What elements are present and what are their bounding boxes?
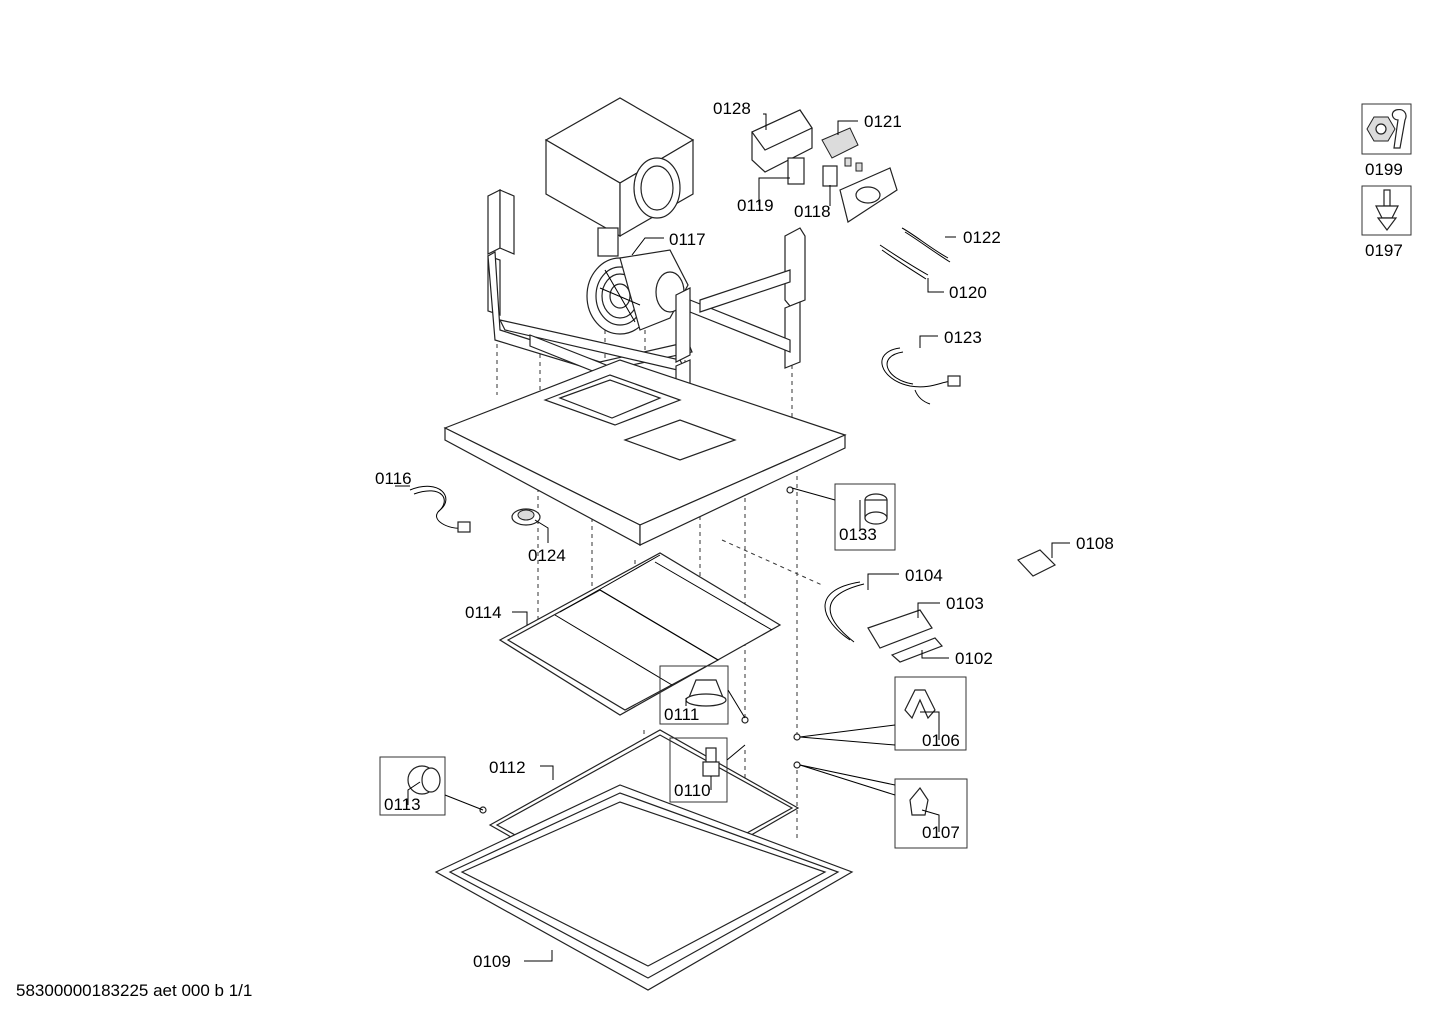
label-0108: 0108: [1076, 534, 1114, 553]
label-0103: 0103: [946, 594, 984, 613]
label-0113: 0113: [384, 795, 421, 814]
motor-housing: [544, 97, 695, 257]
label-0110: 0110: [674, 781, 711, 800]
label-0116: 0116: [375, 469, 412, 488]
screwdriver-icon: [1361, 185, 1412, 236]
detail-boxes: [379, 483, 968, 849]
label-0106: 0106: [922, 731, 960, 750]
control-unit: [751, 109, 898, 223]
label-0121: 0121: [864, 112, 902, 131]
label-0123: 0123: [944, 328, 982, 347]
label-0199: 0199: [1365, 160, 1403, 179]
hood-panel: [443, 359, 847, 547]
label-0119: 0119: [737, 196, 774, 215]
label-0128: 0128: [713, 99, 751, 118]
label-0104: 0104: [905, 566, 943, 585]
label-0107: 0107: [922, 823, 960, 842]
document-code: 58300000183225 aet 000 b 1/1: [16, 981, 253, 1000]
cables: [409, 227, 961, 643]
label-0197: 0197: [1365, 241, 1403, 260]
label-0117: 0117: [669, 230, 706, 249]
outer-frame: [434, 784, 854, 991]
label-0133: 0133: [839, 525, 877, 544]
leader-lines: [395, 113, 1070, 962]
label-0122: 0122: [963, 228, 1001, 247]
wrench-nut-icon: [1361, 103, 1412, 155]
fan-blower: [586, 249, 689, 335]
grease-filters: [498, 552, 782, 716]
label-0111: 0111: [664, 705, 699, 724]
label-0102: 0102: [955, 649, 993, 668]
label-0112: 0112: [489, 758, 526, 777]
small-parts: [479, 486, 1057, 814]
label-0124: 0124: [528, 546, 566, 565]
label-0114: 0114: [465, 603, 502, 622]
label-0118: 0118: [794, 202, 831, 221]
part-labels: 0128 0121 0119 0118 0117 0122 0120 0123 …: [375, 99, 1403, 971]
label-0109: 0109: [473, 952, 511, 971]
label-0120: 0120: [949, 283, 987, 302]
